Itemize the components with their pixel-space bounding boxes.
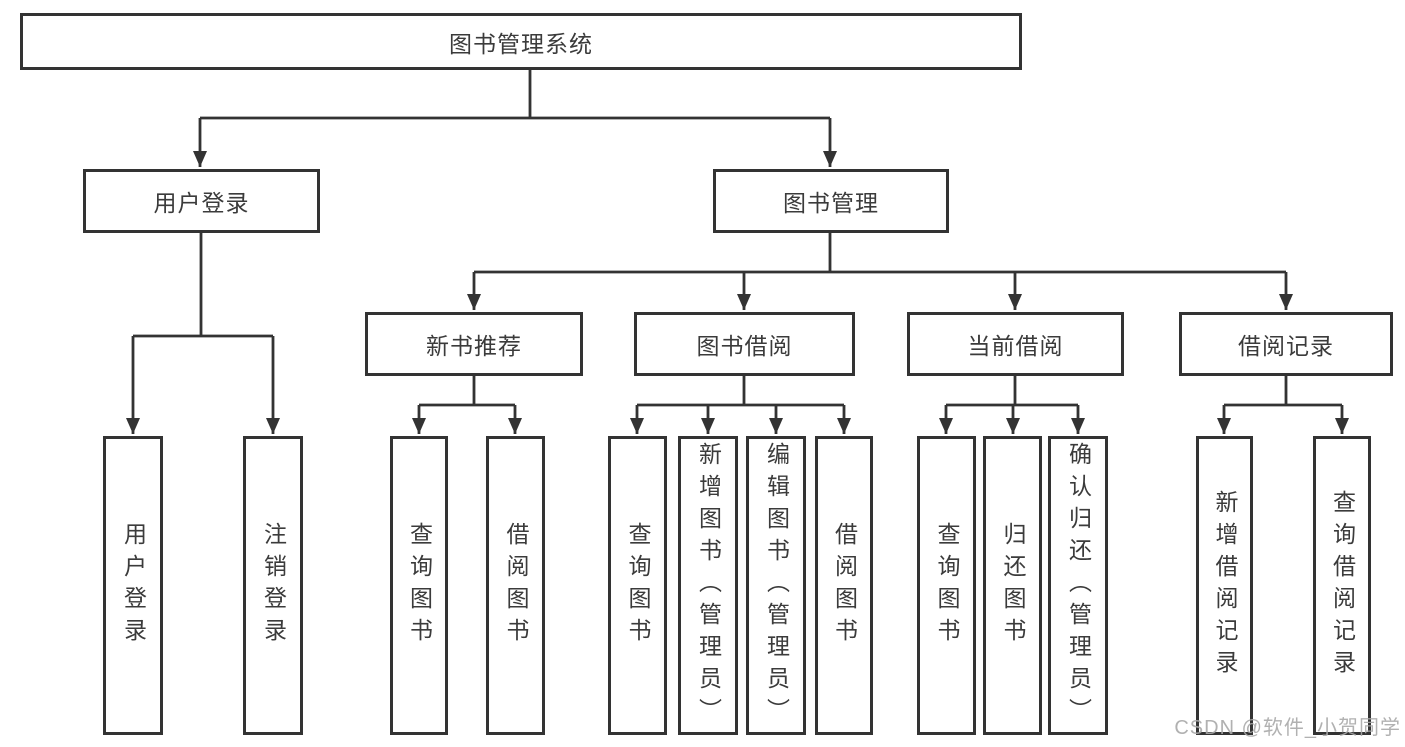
- node-label: 用户登录: [153, 190, 250, 216]
- leaf-confirm-return-admin: 确认归还（管理员）: [1048, 436, 1108, 735]
- leaf-user-login: 用户登录: [103, 436, 163, 735]
- leaf-label: 借阅图书: [831, 521, 858, 650]
- node-book-borrowing: 图书借阅: [634, 312, 855, 376]
- leaf-label: 查询图书: [625, 521, 651, 650]
- node-label: 借阅记录: [1238, 333, 1334, 359]
- leaf-label: 确认归还（管理员）: [1065, 441, 1092, 730]
- leaf-label: 注销登录: [260, 521, 287, 650]
- leaf-label: 查询图书: [934, 521, 960, 650]
- leaf-label: 新增图书（管理员）: [695, 441, 722, 730]
- leaf-query-borrow-record: 查询借阅记录: [1313, 436, 1371, 735]
- node-label: 图书借阅: [696, 333, 793, 359]
- node-label: 图书管理: [783, 190, 879, 216]
- leaf-label: 新增借阅记录: [1212, 489, 1238, 682]
- leaf-query-books-current: 查询图书: [917, 436, 976, 735]
- leaf-add-books-admin: 新增图书（管理员）: [678, 436, 738, 735]
- leaf-label: 编辑图书（管理员）: [763, 441, 790, 730]
- node-borrowing-records: 借阅记录: [1179, 312, 1393, 376]
- leaf-label: 归还图书: [1000, 521, 1026, 650]
- leaf-label: 查询图书: [406, 521, 433, 650]
- leaf-query-books-borrowing: 查询图书: [608, 436, 667, 735]
- node-label: 当前借阅: [967, 333, 1064, 359]
- node-label: 图书管理系统: [449, 30, 593, 57]
- leaf-label: 用户登录: [120, 521, 147, 650]
- leaf-edit-books-admin: 编辑图书（管理员）: [746, 436, 806, 735]
- leaf-borrow-books-recommend: 借阅图书: [486, 436, 545, 735]
- node-library-management-system: 图书管理系统: [20, 13, 1022, 70]
- node-user-login: 用户登录: [83, 169, 320, 233]
- leaf-logout: 注销登录: [243, 436, 303, 735]
- connector-lines: [133, 70, 1342, 407]
- node-current-borrowing: 当前借阅: [907, 312, 1124, 376]
- leaf-query-books-recommend: 查询图书: [390, 436, 448, 735]
- leaf-label: 借阅图书: [503, 521, 529, 650]
- node-new-book-recommendation: 新书推荐: [365, 312, 583, 376]
- leaf-add-borrow-record: 新增借阅记录: [1196, 436, 1253, 735]
- leaf-return-books: 归还图书: [983, 436, 1042, 735]
- leaf-borrow-books-borrowing: 借阅图书: [815, 436, 873, 735]
- leaf-label: 查询借阅记录: [1329, 489, 1356, 682]
- node-label: 新书推荐: [426, 333, 522, 359]
- node-book-management: 图书管理: [713, 169, 949, 233]
